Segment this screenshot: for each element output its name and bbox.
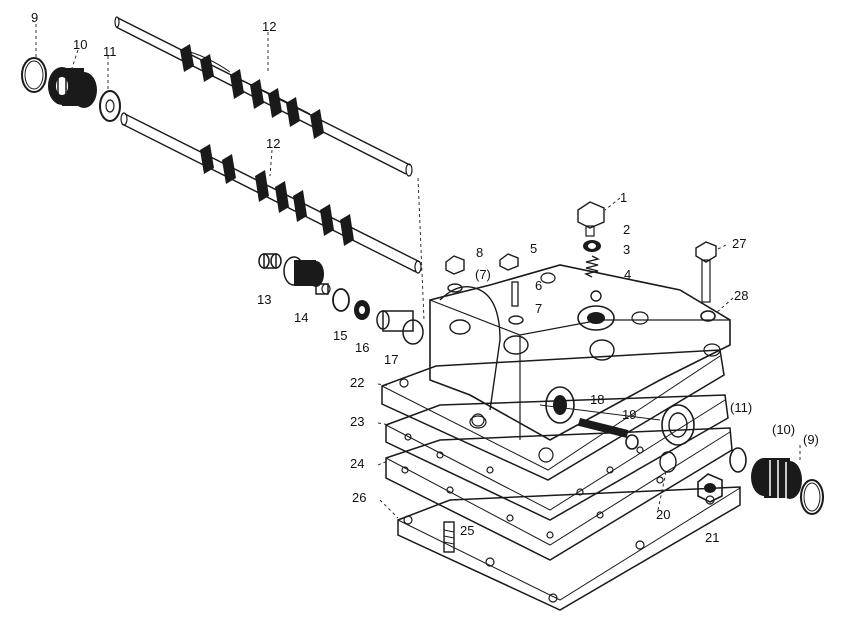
- spring-3: [583, 255, 601, 278]
- washer-7: [447, 283, 524, 325]
- bearing-10-lower: [751, 458, 802, 499]
- spool-12-lower: [120, 112, 422, 274]
- callout-1: 1: [620, 190, 628, 205]
- callout-12-lower: 12: [266, 136, 281, 151]
- callout-22: 22: [350, 375, 365, 390]
- leader-lines: [35, 24, 801, 519]
- callout-13: 13: [257, 292, 272, 307]
- snap-ring-9-upper: [21, 57, 47, 93]
- callout-11-paren: (11): [730, 400, 753, 415]
- callout-12-upper: 12: [262, 19, 277, 34]
- snap-ring-9-lower: [800, 479, 824, 515]
- washer-11-upper: [99, 90, 121, 122]
- callout-3: 3: [623, 242, 631, 257]
- plug-13: [258, 253, 282, 269]
- callout-16: 16: [355, 340, 370, 355]
- plug-8: [445, 255, 465, 275]
- separator-plate-23: [385, 394, 729, 521]
- callout-23: 23: [350, 414, 365, 429]
- callout-20: 20: [656, 507, 671, 522]
- gasket-24: [385, 427, 733, 561]
- stud-6: [511, 281, 519, 307]
- washer-11-lower: [729, 447, 747, 473]
- bolt-27: [695, 241, 717, 303]
- spool-12-upper: [114, 16, 413, 177]
- callout-10-paren: (10): [772, 422, 796, 437]
- bolt-1: [577, 201, 605, 237]
- callout-24: 24: [350, 456, 365, 471]
- callout-9: 9: [31, 10, 39, 25]
- check-valve-14: [283, 256, 331, 295]
- washer-28: [700, 310, 716, 322]
- callout-8: 8: [476, 245, 484, 260]
- callout-26: 26: [352, 490, 367, 505]
- gasket-22: [381, 349, 725, 481]
- callout-11: 11: [103, 44, 117, 59]
- callout-4: 4: [624, 267, 632, 282]
- o-ring-19: [625, 434, 639, 450]
- callout-21: 21: [705, 530, 720, 545]
- callout-7: 7: [535, 301, 543, 316]
- bottom-plate-26: [397, 486, 741, 611]
- fitting-20: [659, 451, 677, 473]
- callout-25: 25: [460, 523, 475, 538]
- plunger-17: [376, 310, 424, 345]
- callout-9-paren: (9): [803, 432, 819, 447]
- bushing-16: [354, 300, 370, 320]
- o-ring-15: [332, 288, 350, 312]
- callout-6: 6: [535, 278, 543, 293]
- callout-17: 17: [384, 352, 399, 367]
- callout-7-paren: (7): [475, 267, 491, 282]
- callout-18: 18: [590, 392, 605, 407]
- callout-27: 27: [732, 236, 747, 251]
- callout-15: 15: [333, 328, 348, 343]
- callout-19: 19: [622, 407, 637, 422]
- callout-14: 14: [294, 310, 309, 325]
- screw-18: [578, 418, 629, 438]
- washer-2: [583, 240, 601, 252]
- callout-5: 5: [530, 241, 538, 256]
- plug-21: [697, 473, 723, 503]
- callout-10: 10: [73, 37, 88, 52]
- callout-28: 28: [734, 288, 749, 303]
- stud-25: [443, 521, 455, 553]
- ball-4: [590, 290, 602, 302]
- callout-2: 2: [623, 222, 631, 237]
- nut-5: [499, 253, 519, 271]
- valve-body: [429, 264, 731, 446]
- bearing-10-upper: [48, 67, 97, 108]
